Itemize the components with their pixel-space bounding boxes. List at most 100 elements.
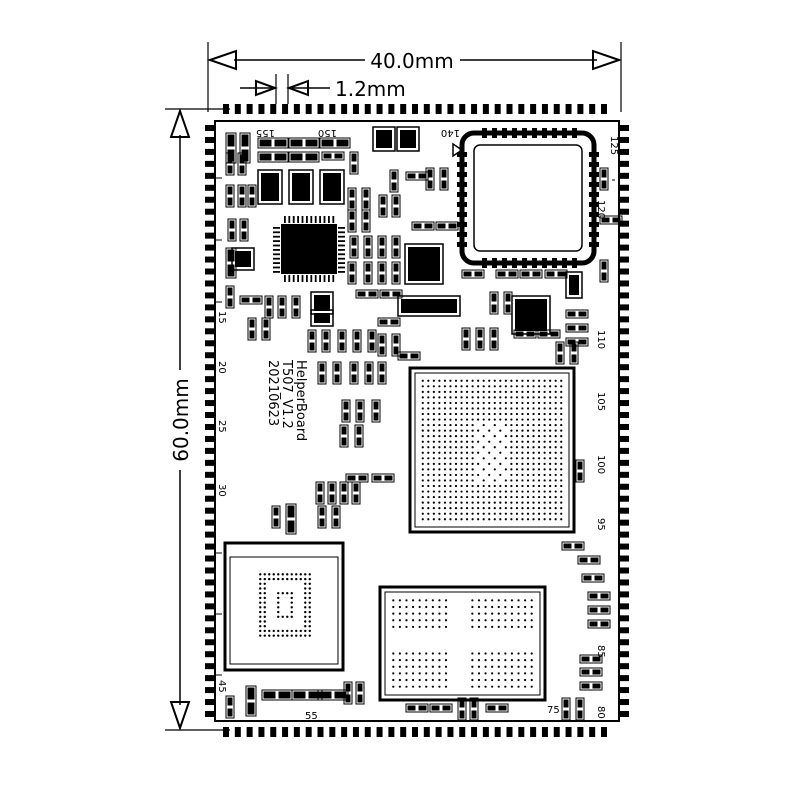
edge-pad-bottom — [412, 727, 418, 737]
ball — [304, 596, 307, 600]
soc-bga — [408, 366, 576, 534]
ball — [488, 379, 491, 382]
passive-pad — [477, 329, 483, 338]
ball — [471, 678, 474, 682]
ball — [411, 619, 415, 622]
ball — [438, 495, 441, 499]
ball — [438, 490, 441, 493]
edge-pad-top — [447, 104, 454, 114]
ball — [493, 412, 496, 416]
ball — [454, 396, 458, 399]
passive-pad — [491, 340, 497, 349]
ball — [304, 610, 307, 614]
ball — [427, 446, 430, 449]
ball — [438, 440, 441, 443]
ball — [532, 435, 535, 438]
ball — [484, 665, 487, 668]
ball — [549, 396, 552, 399]
passive-outline — [575, 697, 585, 721]
ball — [504, 678, 507, 682]
ball — [497, 625, 500, 628]
passive-pad — [353, 483, 359, 492]
ball — [521, 501, 524, 504]
passive-pad — [592, 669, 601, 675]
ball — [497, 685, 500, 688]
ball — [263, 629, 266, 633]
edge-pad-left — [205, 603, 215, 610]
ball — [438, 665, 441, 668]
passive-pad — [354, 331, 360, 340]
ball — [515, 401, 519, 405]
ball — [543, 518, 546, 521]
ball — [526, 507, 530, 510]
passive-outline — [332, 361, 342, 385]
ball — [421, 418, 424, 421]
ball — [471, 401, 474, 405]
ball — [443, 446, 447, 449]
ball — [438, 652, 441, 655]
ball — [554, 473, 557, 477]
ball — [460, 435, 463, 438]
ball — [560, 512, 563, 515]
edge-pad-left — [205, 591, 215, 598]
ball — [524, 685, 527, 688]
ball — [471, 451, 474, 454]
ball — [493, 407, 496, 410]
passive-pad — [589, 621, 598, 627]
passive-outline — [321, 151, 345, 161]
pin-label-top-140: 140 — [441, 127, 460, 138]
ball — [537, 407, 541, 410]
passive-outline — [349, 235, 359, 259]
ball — [510, 512, 513, 515]
edge-pad-right — [619, 125, 629, 131]
ball — [504, 390, 507, 393]
ball — [272, 577, 275, 581]
passive-pad — [557, 354, 563, 363]
edge-pad-left — [205, 316, 215, 323]
ball — [477, 685, 481, 688]
ball — [497, 678, 500, 682]
pitch-arrow-left — [255, 79, 278, 97]
passive-outline — [439, 167, 449, 191]
ball — [398, 678, 401, 682]
passive-outline — [291, 295, 301, 319]
passive-outline — [391, 194, 401, 218]
ball — [537, 512, 541, 515]
ball — [443, 407, 447, 410]
ball — [526, 440, 530, 443]
edge-pad-bottom — [601, 727, 607, 737]
ball — [454, 479, 458, 482]
ball — [465, 412, 469, 416]
ball — [438, 599, 441, 602]
ball — [465, 484, 469, 488]
ball — [537, 457, 541, 460]
ball — [560, 501, 563, 504]
passive-pad — [339, 331, 345, 340]
ball — [477, 401, 480, 405]
ball — [438, 512, 441, 515]
edge-pad-left — [205, 699, 215, 706]
passive-outline — [519, 269, 543, 279]
edge-pad-left — [205, 675, 215, 682]
ball — [465, 423, 469, 427]
edge-pad-left — [205, 651, 215, 658]
pmic-pin — [292, 275, 295, 282]
edge-pad-left — [205, 256, 215, 263]
edge-pad-right — [619, 543, 629, 550]
ball — [427, 390, 430, 393]
ball — [444, 619, 448, 622]
ball — [449, 407, 452, 410]
ball — [517, 678, 520, 682]
pmic-pin — [273, 253, 280, 256]
passive-pad — [399, 353, 408, 359]
passive-pad — [349, 189, 355, 198]
ball — [308, 625, 311, 628]
passive-pad — [471, 699, 477, 708]
ball — [281, 629, 284, 633]
ball — [532, 423, 535, 427]
ball — [493, 401, 496, 405]
passive-outline — [349, 151, 359, 175]
ball — [537, 429, 541, 432]
pmic-pin — [338, 227, 345, 229]
ball — [263, 596, 266, 600]
